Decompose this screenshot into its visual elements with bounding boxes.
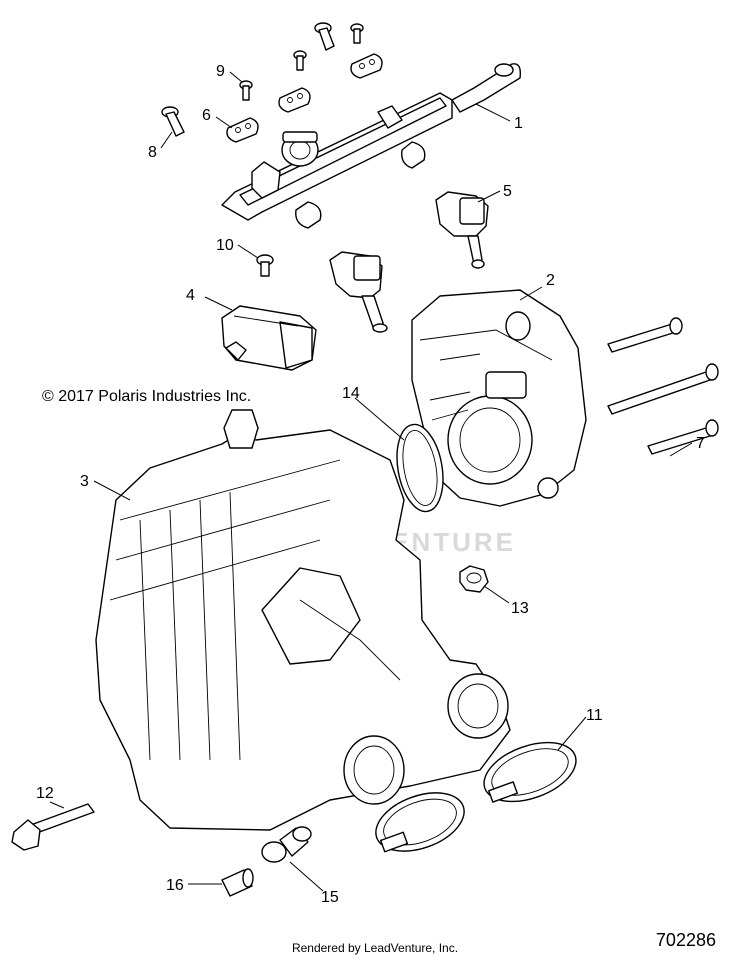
callout-10: 10 — [216, 237, 234, 254]
retaining-clip-left — [226, 117, 259, 143]
render-credit: Rendered by LeadVenture, Inc. — [291, 941, 459, 955]
screw-10 — [256, 254, 274, 277]
copyright-notice: © 2017 Polaris Industries Inc. — [42, 388, 252, 405]
callout-1: 1 — [514, 115, 523, 132]
pin-8 — [161, 106, 185, 137]
screw-9 — [239, 80, 253, 101]
callout-5: 5 — [503, 183, 512, 200]
bolt-7-middle — [607, 363, 719, 415]
screw-top-a — [293, 50, 307, 71]
hose-clamp-left — [375, 792, 465, 853]
callout-14: 14 — [342, 385, 360, 402]
intake-manifold — [95, 409, 511, 831]
callout-12: 12 — [36, 785, 54, 802]
bolt-7-bottom — [647, 419, 719, 455]
callout-8: 8 — [148, 144, 157, 161]
retaining-clip-top — [350, 53, 383, 79]
diagram-number: 702286 — [655, 930, 716, 950]
callout-4: 4 — [186, 287, 195, 304]
nut-13 — [459, 565, 489, 593]
hose-clamp-right — [483, 741, 577, 803]
leader-lines — [49, 71, 693, 892]
bolt-12 — [11, 803, 95, 851]
grommet-15 — [261, 826, 312, 863]
seal-ring — [396, 423, 444, 513]
callout-6: 6 — [202, 107, 211, 124]
map-sensor — [221, 305, 317, 371]
callout-15: 15 — [321, 889, 339, 906]
callout-16: 16 — [166, 877, 184, 894]
callout-2: 2 — [546, 272, 555, 289]
callout-7: 7 — [696, 435, 705, 452]
fuel-rail — [221, 63, 522, 229]
callout-3: 3 — [80, 473, 89, 490]
retaining-clip-mid — [278, 87, 311, 113]
callout-11: 11 — [586, 707, 603, 724]
pin-top-b — [314, 22, 335, 51]
bolt-7-top — [607, 317, 683, 353]
screw-top-c — [350, 23, 364, 44]
sleeve-16 — [221, 868, 254, 897]
callout-9: 9 — [216, 63, 225, 80]
fuel-injector-right — [435, 191, 489, 269]
intake-runner-left — [343, 735, 405, 805]
fuel-regulator — [281, 131, 319, 167]
callout-13: 13 — [511, 600, 529, 617]
callout-labels: 1 2 3 4 5 6 7 8 9 10 11 12 13 14 15 16 — [36, 63, 705, 906]
fuel-injector-left — [329, 251, 388, 333]
intake-runner-right — [447, 673, 509, 739]
throttle-body — [411, 289, 587, 507]
